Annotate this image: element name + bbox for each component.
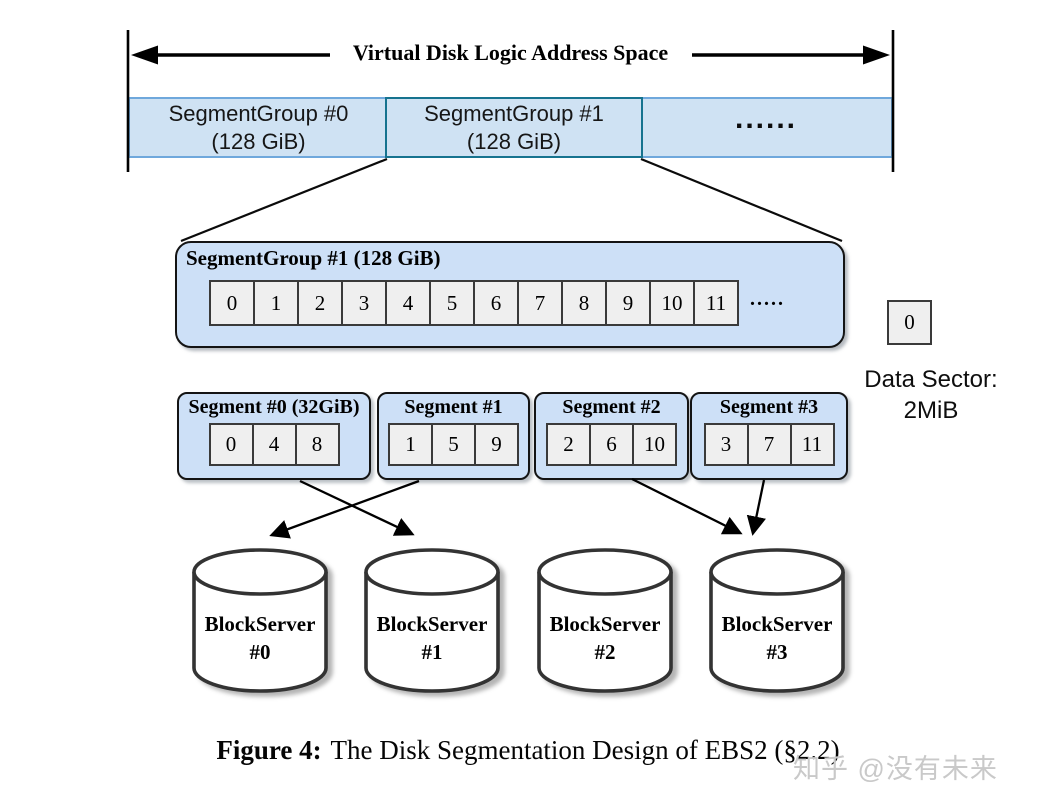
- data-sector-sample-cell: 0: [887, 300, 932, 345]
- figure-caption: Figure 4: The Disk Segmentation Design of…: [10, 735, 1046, 766]
- expansion-line-left: [180, 157, 388, 243]
- sector-cell: 8: [561, 280, 607, 326]
- segment2-to-blockserver3-arrow: [631, 477, 743, 535]
- segment-0-title: Segment #0 (32GiB): [188, 396, 360, 418]
- blockserver-2: BlockServer #2: [533, 546, 677, 696]
- expansion-line-right: [640, 157, 843, 243]
- blockserver-name: BlockServer: [204, 612, 316, 636]
- blockserver-0: BlockServer #0: [188, 546, 332, 696]
- sector-cell: 3: [703, 423, 749, 466]
- segment-group-0-size: (128 GiB): [211, 128, 306, 154]
- segment-2-title: Segment #2: [562, 396, 661, 418]
- segment-1-cells: 1 5 9: [379, 423, 528, 466]
- sector-cell: 2: [297, 280, 343, 326]
- data-sector-size: 2MiB: [903, 397, 959, 424]
- sector-cell: 5: [431, 423, 476, 466]
- segment-3-title: Segment #3: [719, 396, 819, 418]
- cylinder-icon: [192, 548, 328, 693]
- segment3-to-blockserver3-arrow: [746, 479, 766, 536]
- blockserver-1-label: BlockServer #1: [360, 610, 504, 666]
- sector-cell: 2: [546, 423, 591, 466]
- data-sector-legend: Data Sector: 2MiB: [838, 364, 1024, 426]
- sector-cell: 8: [294, 423, 340, 466]
- segment-0-cells: 0 4 8: [179, 423, 369, 466]
- blockserver-2-label: BlockServer #2: [533, 610, 677, 666]
- sector-cell: 6: [473, 280, 519, 326]
- blockserver-1: BlockServer #1: [360, 546, 504, 696]
- segment-group-detail-box: SegmentGroup #1 (128 GiB) 0 1 2 3 4 5 6 …: [175, 241, 845, 348]
- blockserver-0-label: BlockServer #0: [188, 610, 332, 666]
- segment-1-title: Segment #1: [404, 396, 503, 418]
- segment-group-1-name: SegmentGroup #1: [424, 100, 604, 126]
- sector-cell: 4: [385, 280, 431, 326]
- blockserver-name: BlockServer: [721, 612, 833, 636]
- sector-cell: 7: [746, 423, 792, 466]
- data-sector-label: Data Sector:: [864, 366, 998, 393]
- blockserver-name: BlockServer: [376, 612, 488, 636]
- sector-cell: 0: [208, 423, 254, 466]
- band-more-groups: ......: [641, 97, 893, 158]
- sector-cell: 9: [474, 423, 519, 466]
- segment-group-1-band: SegmentGroup #1 (128 GiB): [385, 97, 643, 158]
- cylinder-icon: [709, 548, 845, 693]
- sector-cell: 6: [589, 423, 634, 466]
- sector-row: 0 1 2 3 4 5 6 7 8 9 10 11 .....: [209, 280, 785, 326]
- sector-cell: 4: [251, 423, 297, 466]
- sector-cell: 3: [341, 280, 387, 326]
- sector-cell: 1: [388, 423, 433, 466]
- sector-cell: 0: [209, 280, 255, 326]
- segment-1-box: Segment #1 1 5 9: [377, 392, 530, 480]
- zhihu-watermark: 知乎 @没有未来: [793, 754, 998, 784]
- cylinder-icon: [364, 548, 500, 693]
- segment0-to-blockserver1-arrow: [299, 479, 415, 536]
- segment1-to-blockserver0-arrow: [269, 479, 420, 539]
- sector-cell: 1: [253, 280, 299, 326]
- sector-cell: 10: [649, 280, 695, 326]
- figure-caption-number: Figure 4:: [216, 735, 322, 765]
- segment-3-box: Segment #3 3 7 11: [690, 392, 848, 480]
- segment-group-0-band: SegmentGroup #0 (128 GiB): [128, 97, 387, 158]
- segment-2-box: Segment #2 2 6 10: [534, 392, 689, 480]
- segment-group-1-size: (128 GiB): [466, 128, 562, 154]
- cylinder-icon: [537, 548, 673, 693]
- segment-0-box: Segment #0 (32GiB) 0 4 8: [177, 392, 371, 480]
- sector-cell: 7: [517, 280, 563, 326]
- blockserver-id: #3: [766, 640, 788, 664]
- figure-caption-text: The Disk Segmentation Design of EBS2 (§2…: [330, 735, 840, 765]
- sector-row-ellipsis: .....: [750, 287, 785, 310]
- band-ellipsis: ......: [734, 101, 797, 135]
- blockserver-name: BlockServer: [549, 612, 661, 636]
- blockserver-id: #2: [594, 640, 616, 664]
- blockserver-3: BlockServer #3: [705, 546, 849, 696]
- segment-group-detail-title: SegmentGroup #1 (128 GiB): [186, 246, 441, 270]
- sector-cell: 10: [632, 423, 677, 466]
- segment-3-cells: 3 7 11: [692, 423, 846, 466]
- sector-cell: 5: [429, 280, 475, 326]
- sector-cell: 9: [605, 280, 651, 326]
- blockserver-id: #0: [249, 640, 271, 664]
- address-space-title: Virtual Disk Logic Address Space: [352, 40, 669, 65]
- sector-cell: 11: [789, 423, 835, 466]
- blockserver-3-label: BlockServer #3: [705, 610, 849, 666]
- segment-group-0-name: SegmentGroup #0: [168, 100, 349, 126]
- segment-2-cells: 2 6 10: [536, 423, 687, 466]
- blockserver-id: #1: [421, 640, 443, 664]
- sector-cell: 11: [693, 280, 739, 326]
